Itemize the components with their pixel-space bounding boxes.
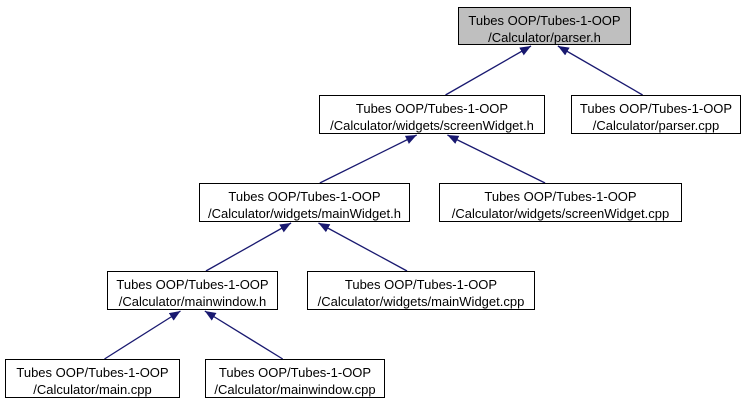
node-label-line: /Calculator/widgets/mainWidget.cpp <box>317 294 525 309</box>
node-parser-cpp[interactable]: Tubes OOP/Tubes-1-OOP /Calculator/parser… <box>571 95 741 134</box>
node-label-line: Tubes OOP/Tubes-1-OOP <box>16 365 169 380</box>
node-label-line: Tubes OOP/Tubes-1-OOP <box>218 365 372 380</box>
node-screenwidget-cpp[interactable]: Tubes OOP/Tubes-1-OOP /Calculator/widget… <box>439 183 682 222</box>
node-label-line: Tubes OOP/Tubes-1-OOP <box>116 277 269 292</box>
node-label-line: Tubes OOP/Tubes-1-OOP <box>468 13 621 28</box>
edge-parser_cpp-to-parser_h <box>557 45 643 96</box>
node-label-line: /Calculator/mainwindow.cpp <box>214 382 376 397</box>
node-label-line: /Calculator/widgets/mainWidget.h <box>208 206 401 221</box>
edge-main_cpp-to-mainwindow_h <box>104 310 181 360</box>
edge-mainwidget_h-to-screenwidget_h <box>319 134 417 184</box>
edge-mainwindow_h-to-mainwidget_h <box>205 222 292 272</box>
node-label-line: Tubes OOP/Tubes-1-OOP <box>579 101 733 116</box>
node-label-line: /Calculator/parser.h <box>488 30 601 45</box>
edge-mainwidget_cpp-to-mainwidget_h <box>318 222 408 272</box>
node-screenwidget-h[interactable]: Tubes OOP/Tubes-1-OOP /Calculator/widget… <box>319 95 545 134</box>
node-parser-h: Tubes OOP/Tubes-1-OOP /Calculator/parser… <box>458 7 631 45</box>
node-main-cpp[interactable]: Tubes OOP/Tubes-1-OOP /Calculator/main.c… <box>5 359 180 398</box>
edge-screenwidget_cpp-to-screenwidget_h <box>447 134 546 184</box>
node-mainwidget-cpp[interactable]: Tubes OOP/Tubes-1-OOP /Calculator/widget… <box>307 271 535 310</box>
node-label-line: Tubes OOP/Tubes-1-OOP <box>484 189 637 204</box>
node-mainwindow-cpp[interactable]: Tubes OOP/Tubes-1-OOP /Calculator/mainwi… <box>205 359 385 398</box>
node-mainwidget-h[interactable]: Tubes OOP/Tubes-1-OOP /Calculator/widget… <box>199 183 410 222</box>
node-label-line: /Calculator/widgets/screenWidget.h <box>330 118 534 133</box>
node-label-line: Tubes OOP/Tubes-1-OOP <box>355 101 509 116</box>
edge-mainwindow_cpp-to-mainwindow_h <box>204 310 284 360</box>
node-label-line: /Calculator/main.cpp <box>33 382 152 397</box>
node-label-line: Tubes OOP/Tubes-1-OOP <box>344 277 498 292</box>
node-mainwindow-h[interactable]: Tubes OOP/Tubes-1-OOP /Calculator/mainwi… <box>107 271 278 310</box>
node-label-line: /Calculator/parser.cpp <box>592 118 720 133</box>
node-label-line: /Calculator/mainwindow.h <box>118 294 267 309</box>
edge-screenwidget_h-to-parser_h <box>445 45 532 96</box>
node-label-line: Tubes OOP/Tubes-1-OOP <box>228 189 381 204</box>
node-label-line: /Calculator/widgets/screenWidget.cpp <box>451 206 670 221</box>
